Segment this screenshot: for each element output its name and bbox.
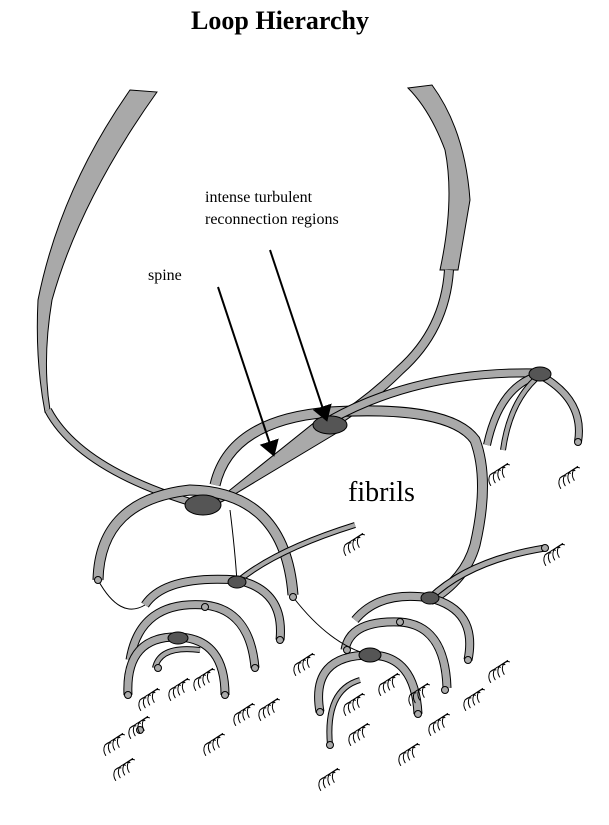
fibril <box>233 702 256 727</box>
arch-to-fibril <box>235 523 356 584</box>
fibril <box>488 462 511 487</box>
junction-node <box>221 691 229 699</box>
fibril <box>348 722 371 747</box>
fibril <box>258 697 281 722</box>
junction-node <box>464 656 472 664</box>
junction-node <box>541 544 549 552</box>
fibril <box>138 687 161 712</box>
node <box>227 575 247 589</box>
junction-node <box>201 603 209 611</box>
junction-node <box>276 636 284 644</box>
junction-node <box>289 593 297 601</box>
fibril <box>343 532 366 557</box>
fibril <box>103 732 126 757</box>
junction-node <box>441 686 449 694</box>
fibril <box>558 465 581 490</box>
fibril <box>488 659 511 684</box>
reconnection-arrow <box>269 249 332 422</box>
fibril <box>168 677 191 702</box>
arch-fibrils <box>210 406 487 604</box>
node <box>358 647 382 663</box>
fibril <box>398 742 421 767</box>
arch-large-left <box>93 485 298 596</box>
fibril <box>463 687 486 712</box>
arch-to-fibril-outline <box>235 522 356 585</box>
junction-node <box>414 710 422 718</box>
fibril <box>193 667 216 692</box>
outer-loop-right-lower-outline <box>327 269 454 430</box>
junction-node <box>154 664 162 672</box>
junction-node <box>251 664 259 672</box>
label-fibrils: fibrils <box>348 477 415 508</box>
arch-right-connector <box>328 369 541 424</box>
fibril <box>293 652 316 677</box>
label-spine: spine <box>148 267 182 284</box>
junction-node <box>94 576 102 584</box>
label-line-1: intense turbulent <box>205 189 313 206</box>
fibril <box>378 672 401 697</box>
connector-line <box>97 579 146 610</box>
fibril <box>543 542 566 567</box>
arch-right-mid <box>428 545 546 600</box>
fibril <box>203 732 226 757</box>
junction-node <box>396 618 404 626</box>
junction-node <box>574 438 582 446</box>
reconnection-node-top <box>312 415 348 435</box>
junction-node <box>124 691 132 699</box>
arch-small-right-2 <box>538 372 582 443</box>
fibril <box>128 715 151 740</box>
node <box>420 591 440 605</box>
diagram-title: Loop Hierarchy <box>191 6 369 35</box>
junction-node <box>326 741 334 749</box>
node-right <box>528 366 552 382</box>
node <box>167 631 189 645</box>
label-line-2: reconnection regions <box>205 211 339 228</box>
fibril <box>428 712 451 737</box>
reconnection-node-left <box>184 494 222 516</box>
outer-loop-left-leg <box>36 89 158 413</box>
arch-lr-4 <box>327 678 361 746</box>
junction-node <box>316 708 324 716</box>
fibril <box>343 692 366 717</box>
fibril <box>113 757 136 782</box>
fibril <box>408 682 431 707</box>
connector-line <box>229 509 238 583</box>
label-turbulent-reconnection: intense turbulent reconnection regions <box>205 187 339 231</box>
fibril <box>318 767 341 792</box>
spine-arrow <box>217 286 279 457</box>
junction-node <box>343 646 351 654</box>
outer-loop-right-lower <box>327 269 453 429</box>
outer-loop-right-leg <box>406 84 471 271</box>
